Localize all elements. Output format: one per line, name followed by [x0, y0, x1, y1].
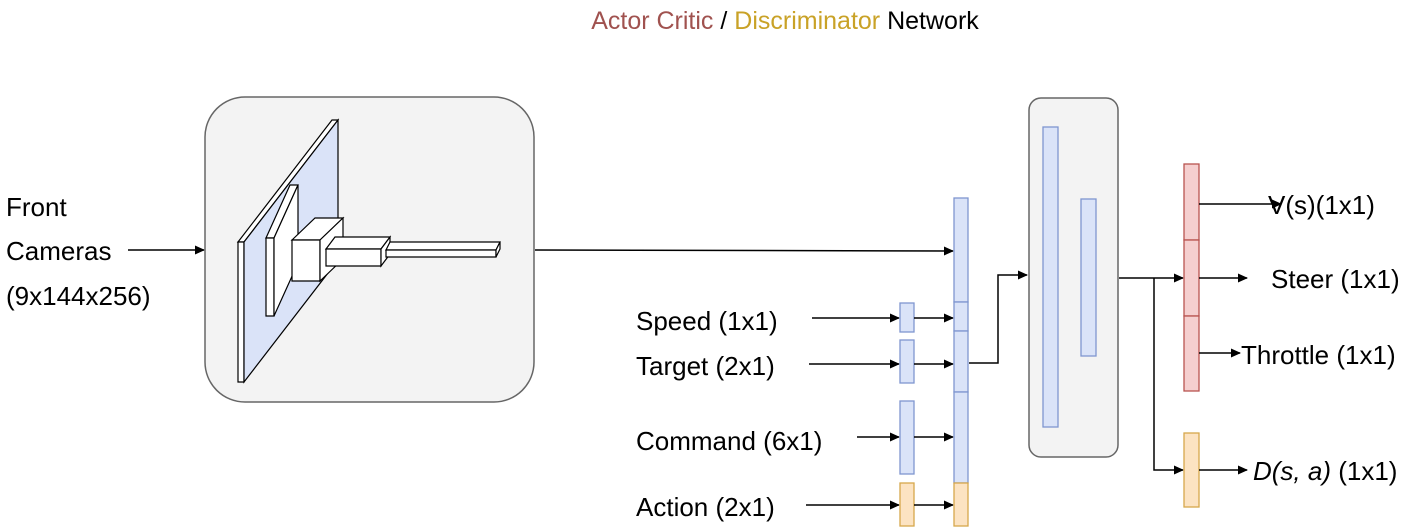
arrow-mlp-discriminator [1153, 278, 1184, 475]
speed-vector [899, 302, 915, 333]
throttle-output-cell [1183, 315, 1200, 392]
disc-shape: (1x1) [1331, 456, 1397, 486]
arrow-concat-mlp [969, 270, 1028, 364]
label-action: Action (2x1) [636, 492, 775, 522]
mlp-layer-2 [1080, 198, 1097, 357]
target-vector [899, 339, 915, 384]
label-front: Front [6, 192, 67, 222]
conv-layer-5 [385, 249, 497, 258]
label-cameras: Cameras [6, 236, 111, 266]
label-cameras-shape: (9x144x256) [6, 281, 151, 311]
action-vector [899, 482, 915, 527]
disc-function: D(s, a) [1253, 456, 1331, 486]
steer-output-cell [1183, 239, 1200, 317]
actor-critic-head [1183, 163, 1200, 392]
label-disc-output: D(s, a) (1x1) [1253, 456, 1397, 486]
conv-layer-2 [265, 237, 275, 317]
title-discriminator: Discriminator [734, 7, 880, 35]
mlp-module [1028, 97, 1119, 458]
title-network: Network [880, 7, 979, 35]
label-speed: Speed (1x1) [636, 306, 778, 336]
label-command: Command (6x1) [636, 426, 822, 456]
label-throttle-output: Throttle (1x1) [1241, 340, 1396, 370]
cnn-encoder [204, 96, 535, 403]
discriminator-head [1183, 432, 1200, 508]
title-slash: / [713, 7, 734, 35]
label-target: Target (2x1) [636, 351, 775, 381]
title-actor-critic: Actor Critic [591, 7, 713, 35]
label-steer-output: Steer (1x1) [1271, 264, 1400, 294]
concat-vector [953, 197, 969, 527]
label-value-output: V(s)(1x1) [1268, 190, 1375, 220]
diagram-title: Actor Critic / Discriminator Network [591, 7, 979, 35]
value-output-cell [1183, 163, 1200, 241]
conv-layer-3 [291, 239, 321, 282]
arrow-cnn-concat [534, 246, 954, 256]
command-vector [899, 400, 915, 475]
mlp-layer-1 [1042, 126, 1059, 428]
conv-layer-4 [325, 248, 382, 267]
